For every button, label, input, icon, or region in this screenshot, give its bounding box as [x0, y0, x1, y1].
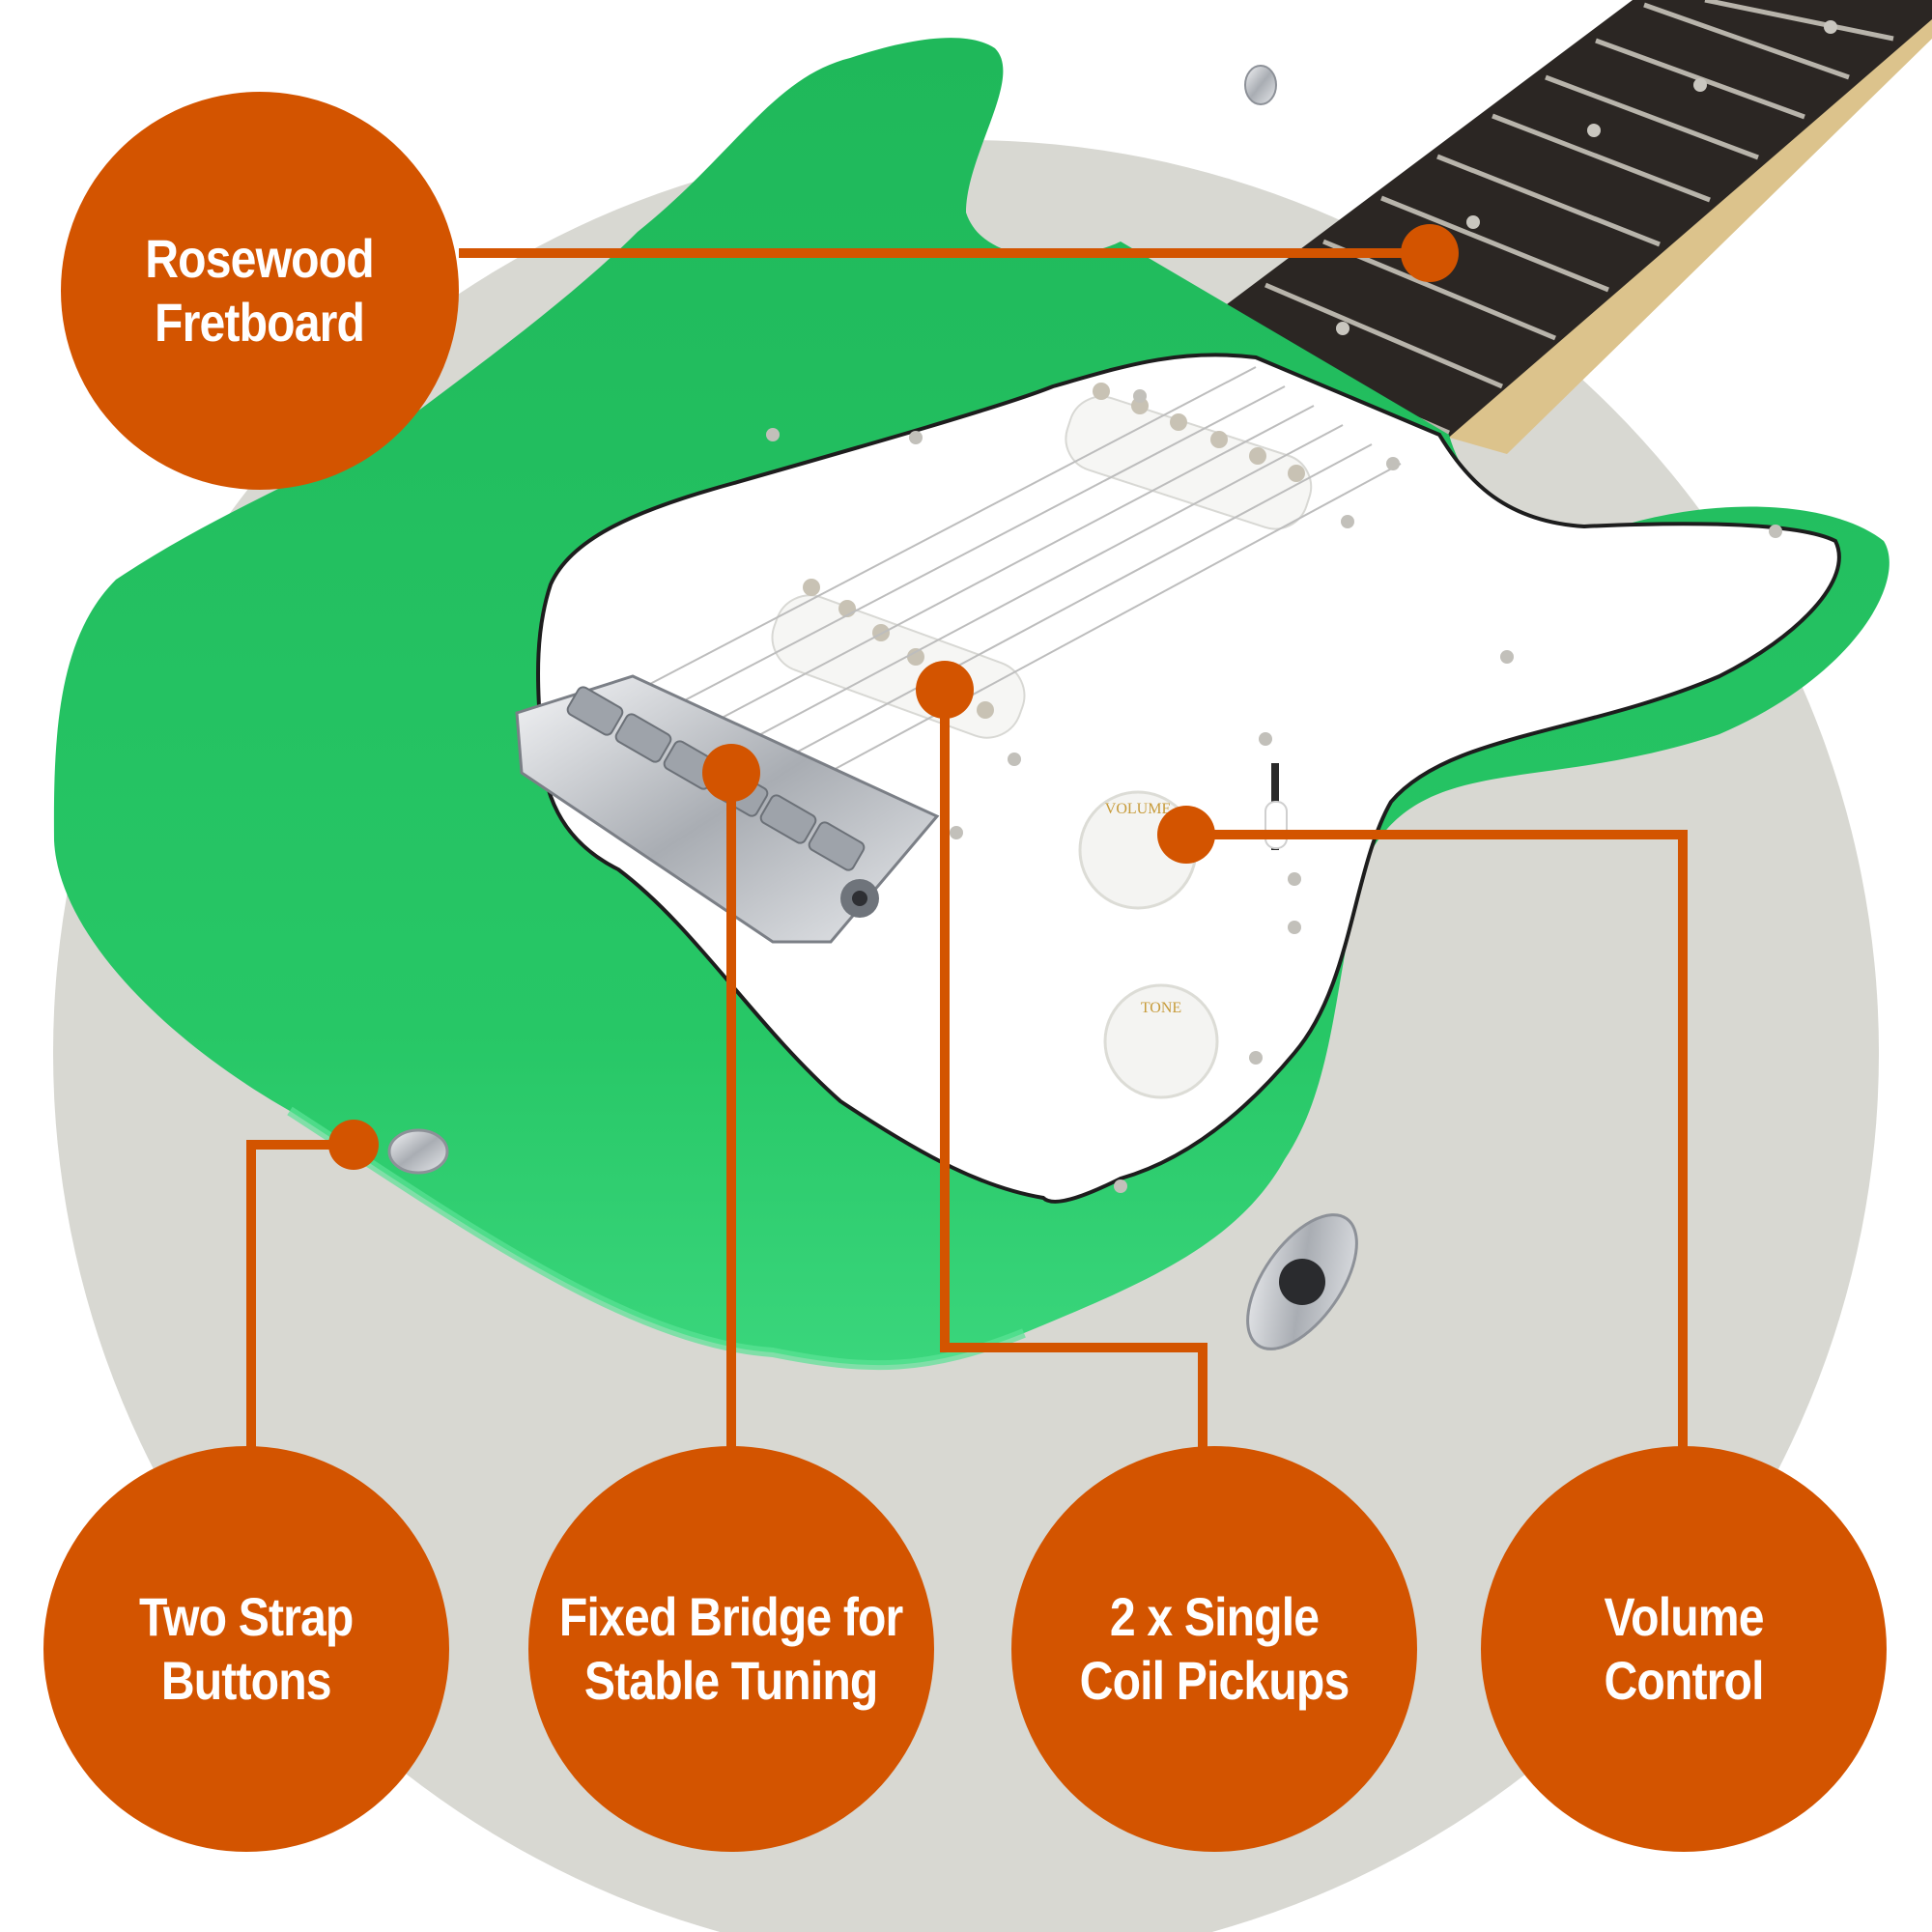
anchor-dot-rosewood — [1401, 224, 1459, 282]
callout-single-coil-pickups: 2 x Single Coil Pickups — [1011, 1446, 1417, 1852]
callout-leaders — [246, 248, 1688, 1449]
callout-volume-line1: Volume — [1604, 1585, 1764, 1647]
output-jack — [1246, 1213, 1358, 1350]
callout-volume-control: Volume Control — [1481, 1446, 1887, 1852]
leader-pickups — [940, 690, 1208, 1449]
leader-volume — [1186, 830, 1688, 1449]
callout-anchor-dots — [328, 224, 1459, 1170]
callout-strap-line2: Buttons — [161, 1650, 332, 1711]
callout-rosewood-line1: Rosewood — [145, 227, 375, 289]
strap-button — [387, 1128, 449, 1175]
callout-rosewood-line2: Fretboard — [155, 292, 365, 353]
callout-pickups-line2: Coil Pickups — [1079, 1650, 1350, 1711]
callout-pickups-line1: 2 x Single — [1109, 1585, 1320, 1647]
callout-volume-line2: Control — [1604, 1650, 1764, 1711]
callout-two-strap-buttons: Two Strap Buttons — [43, 1446, 449, 1852]
anchor-dot-volume — [1157, 806, 1215, 864]
callout-bridge-line2: Stable Tuning — [584, 1650, 878, 1711]
leader-strap — [246, 1140, 354, 1449]
tone-knob: TONE — [1103, 983, 1219, 1099]
guitar-neck — [1169, 0, 1932, 454]
anchor-dot-strap — [328, 1120, 379, 1170]
callout-rosewood-fretboard: Rosewood Fretboard — [61, 92, 459, 490]
volume-knob-label: VOLUME — [1105, 801, 1171, 817]
tone-knob-label: TONE — [1141, 1000, 1181, 1016]
strings — [627, 366, 1402, 793]
strap-button-top — [1244, 65, 1277, 105]
callout-fixed-bridge: Fixed Bridge for Stable Tuning — [528, 1446, 934, 1852]
callout-strap-line1: Two Strap — [139, 1585, 354, 1647]
callout-bridge-line1: Fixed Bridge for — [559, 1585, 903, 1647]
anchor-dot-bridge — [702, 744, 760, 802]
anchor-dot-pickups — [916, 661, 974, 719]
fretboard — [1169, 0, 1932, 454]
